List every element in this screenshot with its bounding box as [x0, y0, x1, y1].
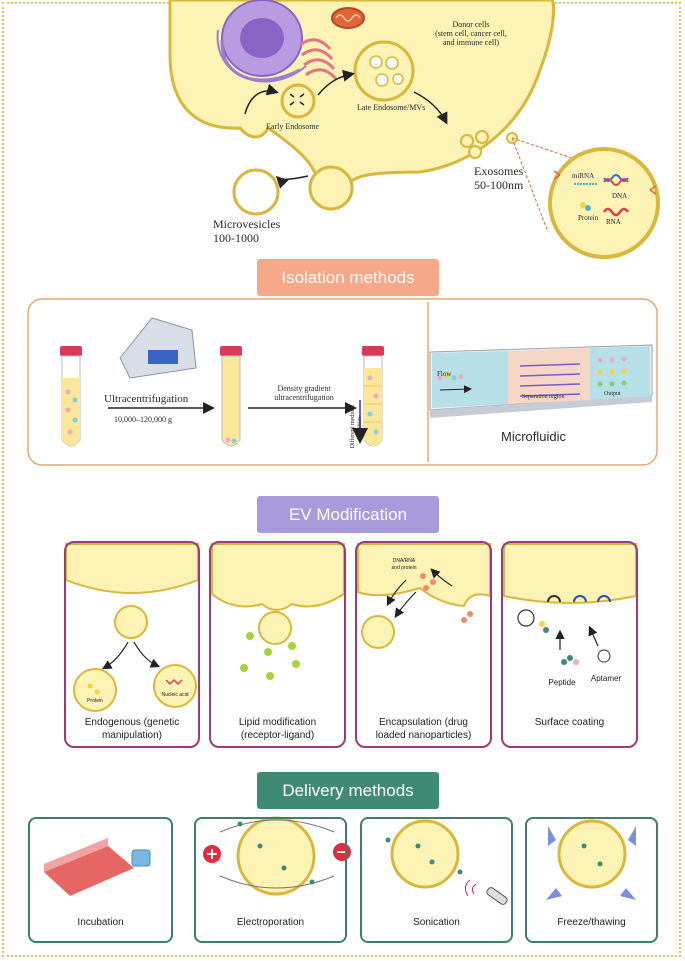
test-tube-1 [60, 346, 82, 447]
test-tube-2 [220, 346, 242, 447]
mod-caption-3: Encapsulation (drug loaded nanoparticles… [375, 717, 472, 741]
mod-art-1 [65, 543, 199, 712]
budding-microvesicle [308, 165, 354, 211]
nucleus [216, 0, 307, 83]
modification-banner: EV Modification [257, 496, 439, 533]
sonication-art [385, 819, 508, 905]
microfluidic-chip [429, 344, 653, 418]
incubation-flask [44, 838, 151, 896]
released-exosomes [460, 130, 518, 159]
arrow-to-early [244, 83, 279, 115]
del-caption-1: Incubation [77, 917, 124, 928]
del-panel-electroporation [194, 817, 347, 943]
dna-rna-protein-label: DNA/RNA and protein [391, 558, 417, 571]
cargo-rna: RNA [606, 218, 621, 226]
arrow-to-exosomes [413, 91, 448, 125]
mitochondrion [331, 7, 365, 29]
early-endosome-label: Early Endosome [266, 122, 320, 131]
densities-label: Different medium densities [350, 405, 363, 449]
mod-caption-4: Surface coating [534, 717, 605, 728]
del-caption-2: Electroporation [236, 917, 305, 928]
peptide-label: Peptide [548, 678, 576, 687]
del-panel-sonication [360, 817, 513, 943]
golgi-apparatus [299, 38, 338, 81]
microfluidic-label: Microfluidic [501, 429, 567, 444]
cargo-dna: DNA [612, 192, 628, 200]
late-endosome-label: Late Endosome/MVs [357, 103, 426, 112]
exosomes-label: Exosomes 50-100nm [474, 164, 524, 192]
nucleic-acid-label: Nucleic acid [161, 692, 189, 698]
cargo-protein: Protein [578, 214, 599, 222]
donor-cells-label: Donor cells (stem cell, cancer cell, and… [435, 20, 507, 48]
late-endosome [353, 40, 415, 102]
density-gradient-label: Density gradient ultracentrifugation [274, 384, 334, 403]
aptamer-label: Aptamer [590, 674, 622, 683]
mod-panel-lipid [209, 541, 346, 748]
delivery-banner: Delivery methods [257, 772, 439, 809]
mod-panel-surface [501, 541, 638, 748]
test-tube-3 [362, 346, 384, 447]
del-caption-4: Freeze/thawing [557, 917, 626, 928]
early-endosome [280, 83, 316, 119]
mod-panel-endogenous [64, 541, 200, 748]
mod-caption-2: Lipid modification (receptor-ligand) [238, 717, 317, 741]
del-panel-freeze-thaw [525, 817, 658, 943]
exosome-zoom [548, 147, 660, 259]
protein-label: Protein [87, 698, 103, 704]
freeze-thaw-art [546, 819, 636, 900]
mod-art-4 [503, 543, 637, 665]
del-panel-incubation [28, 817, 173, 943]
microvesicles-label: Microvesicles 100-1000 [213, 217, 281, 245]
centrifuge [119, 317, 197, 379]
cargo-mirna: miRNA [572, 172, 595, 180]
mod-caption-1: Endogenous (genetic manipulation) [84, 717, 180, 741]
mod-panel-encapsulation [355, 541, 492, 748]
arrow-to-microvesicle [275, 175, 309, 189]
mod-art-2 [211, 543, 345, 680]
chip-separation-label: Separation region [522, 394, 565, 400]
del-caption-3: Sonication [413, 917, 460, 928]
arrow-to-late [317, 69, 355, 96]
chip-output-label: Output [604, 391, 621, 397]
isolation-banner: Isolation methods [257, 259, 439, 296]
zoom-lines [511, 137, 579, 233]
mod-art-3 [357, 543, 491, 649]
ultracentrifugation-label: Ultracentrifugation [104, 393, 189, 405]
chip-flow-label: Flow [437, 370, 452, 378]
speed-label: 10,000–120,000 g [114, 415, 172, 424]
microvesicle [232, 168, 280, 216]
